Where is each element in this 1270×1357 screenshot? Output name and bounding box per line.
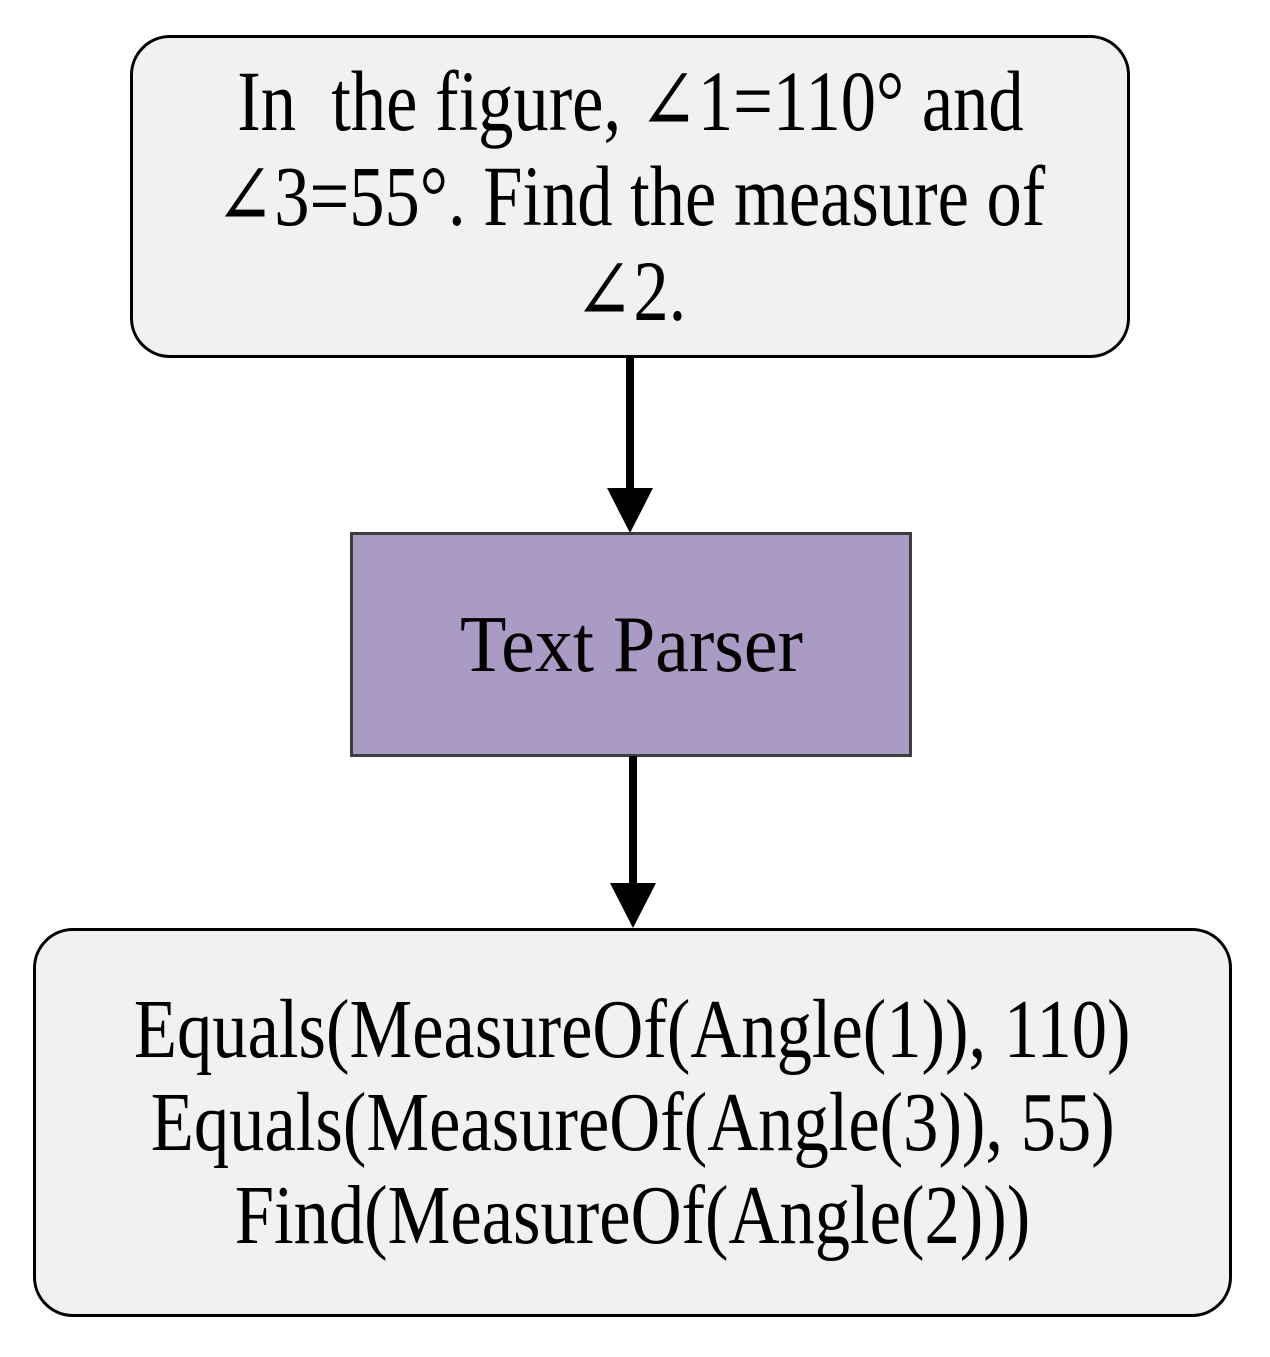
arrow-head: [607, 488, 653, 533]
arrow-down-icon: [610, 756, 656, 928]
logic-form-line-1: Equals(MeasureOf(Angle(1)), 110): [134, 983, 1131, 1076]
problem-text-line-2: ∠3=55°. Find the measure of: [214, 148, 1046, 244]
logic-form-line-3: Find(MeasureOf(Angle(2))): [234, 1169, 1031, 1262]
arrow-down-icon: [607, 357, 653, 533]
logic-form-output-box: Equals(MeasureOf(Angle(1)), 110) Equals(…: [33, 928, 1232, 1317]
logic-form-line-2: Equals(MeasureOf(Angle(3)), 55): [150, 1076, 1115, 1169]
problem-statement-box: In the figure, ∠1=110° and ∠3=55°. Find …: [130, 35, 1130, 358]
text-parser-box: Text Parser: [350, 532, 912, 757]
problem-text-line-3: ∠2.: [574, 243, 686, 339]
arrow-head: [610, 883, 656, 928]
problem-text-line-1: In the figure, ∠1=110° and: [236, 53, 1024, 149]
text-parser-label: Text Parser: [459, 600, 803, 689]
